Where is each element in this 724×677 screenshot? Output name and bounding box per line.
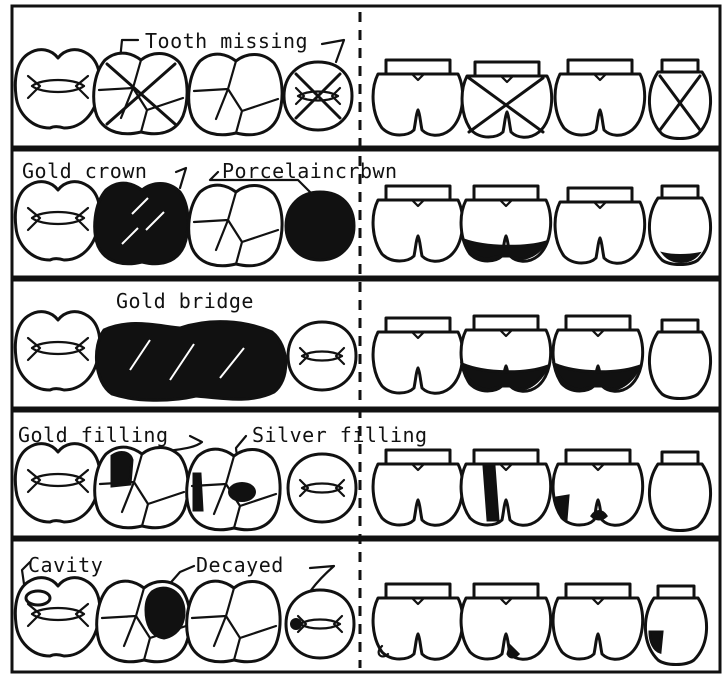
tooth-icon: [649, 452, 710, 531]
tooth-icon: [187, 449, 280, 530]
tooth-icon: [284, 62, 352, 130]
label-silver-filling: Silver filling: [252, 423, 428, 447]
tooth-icon: [15, 50, 100, 128]
tooth-icon: [94, 53, 187, 134]
tooth-icon: [15, 578, 100, 656]
tooth-icon: [649, 60, 710, 139]
label-gold-crown: Gold crown: [22, 159, 147, 183]
tooth-icon: [461, 186, 551, 261]
tooth-icon: [15, 182, 100, 260]
tooth-icon: [187, 581, 280, 662]
tooth-icon: [286, 192, 354, 260]
label-tooth-missing: Tooth missing: [145, 29, 308, 53]
tooth-icon: [189, 185, 282, 266]
tooth-icon: [286, 590, 354, 658]
tooth-icon: [15, 444, 100, 522]
tooth-icon: [15, 312, 100, 390]
tooth-icon: [288, 322, 356, 390]
tooth-icon: [95, 447, 188, 528]
label-cavity: Cavity: [28, 553, 103, 577]
tooth-icon: [461, 316, 551, 391]
tooth-icon: [95, 447, 188, 528]
label-decayed: Decayed: [196, 553, 284, 577]
label-gold-bridge: Gold bridge: [116, 289, 254, 313]
tooth-icon: [15, 578, 100, 656]
tooth-icon: [95, 183, 188, 264]
tooth-icon: [96, 322, 285, 401]
tooth-icon: [645, 586, 706, 665]
tooth-icon: [649, 320, 710, 399]
tooth-icon: [288, 454, 356, 522]
tooth-icon: [649, 186, 710, 265]
tooth-icon: [553, 450, 643, 525]
tooth-icon: [645, 586, 706, 665]
tooth-icon: [649, 60, 710, 139]
tooth-icon: [553, 316, 643, 391]
tooth-icon: [189, 54, 282, 135]
tooth-icon: [649, 186, 710, 265]
tooth-icon: [97, 581, 190, 662]
